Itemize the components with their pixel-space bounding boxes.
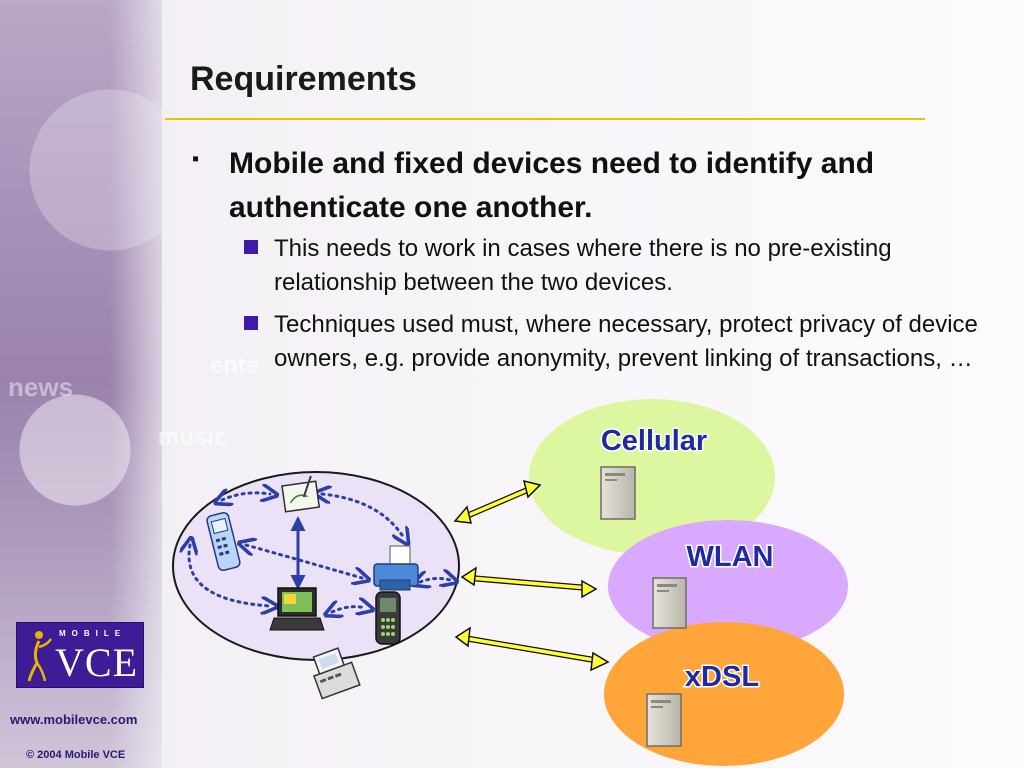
printer-icon [373, 545, 419, 591]
server-icon [600, 466, 636, 520]
cellular-network-ellipse [529, 399, 775, 555]
link-arrow-outline [467, 575, 591, 591]
square-bullet-icon [244, 316, 258, 330]
dotted-link [246, 545, 362, 578]
mobile-vce-logo: MOBILE VCE [16, 622, 144, 688]
wlan-network-ellipse [608, 520, 848, 652]
logo-small-text: MOBILE [59, 629, 127, 638]
dotted-link [222, 493, 270, 500]
network-label-xdsl: xDSL [685, 661, 759, 693]
arrow-head [590, 651, 610, 672]
sub-bullet-text: This needs to work in cases where there … [274, 235, 892, 296]
network-label-wlan: WLAN [687, 541, 774, 573]
footer-url[interactable]: www.mobilevce.com [10, 712, 138, 727]
dotted-link [332, 607, 366, 612]
dotted-link [189, 545, 270, 606]
device-group-ellipse [172, 471, 460, 661]
slide-title: Requirements [190, 60, 417, 98]
xdsl-network-ellipse [604, 622, 844, 766]
dotted-link [322, 494, 404, 538]
link-arrow [462, 636, 602, 663]
dotted-link [420, 578, 450, 582]
bullet-main-text: Mobile and fixed devices need to identif… [229, 147, 875, 224]
watermark-ente: ente [210, 352, 260, 379]
footer-copyright: © 2004 Mobile VCE [26, 749, 126, 761]
square-bullet-icon: ▪ [192, 148, 200, 170]
title-underline [165, 118, 925, 120]
link-arrow-outline [461, 635, 603, 664]
server-icon [646, 693, 682, 747]
arrow-head [454, 626, 471, 648]
sub-bullet-text: Techniques used must, where necessary, p… [274, 311, 978, 372]
mobile-phone-icon [206, 511, 241, 572]
handheld-device-icon [375, 591, 401, 645]
square-bullet-icon [244, 240, 258, 254]
arrow-head [453, 505, 472, 524]
arrow-head [460, 566, 477, 587]
link-arrow [460, 486, 534, 520]
watermark-news: news [8, 372, 74, 402]
link-arrow [468, 576, 590, 590]
person-figure-icon [27, 631, 53, 682]
server-icon [652, 577, 687, 629]
arrow-head [522, 479, 542, 499]
logo-big-text: VCE [55, 640, 138, 685]
arrow-head [581, 579, 598, 599]
link-arrow-outline [459, 485, 535, 521]
laptop-icon [269, 587, 325, 631]
tablet-pen-icon [281, 475, 321, 513]
pda-icon [312, 647, 361, 700]
watermark-music: music [158, 424, 228, 451]
network-label-cellular: Cellular [601, 425, 707, 457]
